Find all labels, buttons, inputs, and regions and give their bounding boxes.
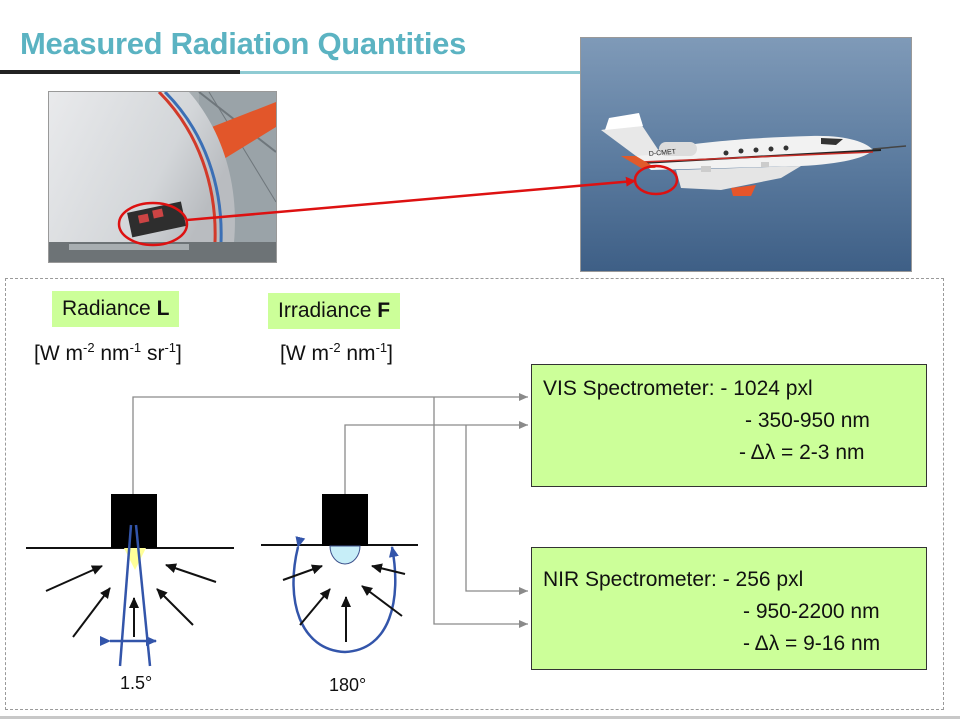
- radiance-label-text: Radiance: [62, 297, 157, 320]
- irradiance-sensor: [261, 494, 418, 654]
- aircraft-registration: D-CMET: [649, 149, 677, 158]
- nir-spec-line-2: - 950-2200 nm: [743, 600, 880, 623]
- nir-spectrometer-box: NIR Spectrometer: - 256 pxl - 950-2200 n…: [531, 547, 927, 670]
- irradiance-unit-part: [W m: [280, 342, 329, 365]
- radiance-sensor-head: [111, 494, 157, 548]
- radiance-symbol: L: [156, 297, 170, 320]
- radiance-ray: [45, 565, 103, 592]
- radiance-unit: [W m-2 nm-1 sr-1]: [34, 340, 182, 366]
- slide-title: Measured Radiation Quantities: [20, 26, 467, 61]
- vis-spectrometer-box: VIS Spectrometer: - 1024 pxl - 350-950 n…: [531, 364, 927, 487]
- radiance-sensor: [26, 494, 234, 667]
- radiance-unit-part: [W m: [34, 342, 83, 365]
- irradiance-symbol: F: [377, 299, 391, 322]
- radiance-incoming-rays: [45, 563, 217, 638]
- irradiance-label: Irradiance F: [268, 293, 401, 329]
- irradiance-diffuser-dome: [329, 545, 361, 565]
- irradiance-angle-label: 180°: [329, 675, 367, 695]
- nir-spec-line-1: NIR Spectrometer: - 256 pxl: [543, 568, 804, 591]
- closeup-link-arrow: [186, 176, 636, 222]
- irradiance-fiber-to-vis: [344, 421, 528, 494]
- irradiance-incoming-rays: [282, 563, 406, 642]
- nir-spec-line-3: - Δλ = 9-16 nm: [743, 632, 881, 655]
- irradiance-ray: [282, 564, 323, 581]
- irradiance-sensor-head: [322, 494, 368, 546]
- irradiance-unit-part: ]: [387, 342, 393, 365]
- radiance-unit-part: nm: [94, 342, 130, 365]
- title-underline: [0, 70, 240, 74]
- radiance-ray: [156, 588, 194, 626]
- aircraft-flight-photo: D-CMET: [580, 37, 912, 272]
- radiance-unit-exp: -2: [82, 340, 95, 355]
- vis-spec-line-3: - Δλ = 2-3 nm: [739, 441, 865, 464]
- irradiance-unit-part: nm: [340, 342, 376, 365]
- radiance-unit-part: sr: [141, 342, 165, 365]
- radiance-label: Radiance L: [52, 291, 180, 327]
- radiance-unit-part: ]: [176, 342, 182, 365]
- radiance-fiber-to-nir: [433, 397, 528, 628]
- title-underline-accent: [240, 71, 584, 74]
- vis-spec-line-1: VIS Spectrometer: - 1024 pxl: [543, 377, 813, 400]
- irradiance-hemisphere-arc: [292, 536, 399, 654]
- radiance-fiber-to-vis: [132, 393, 528, 494]
- radiance-angle-label: 1.5°: [120, 673, 153, 693]
- irradiance-ray: [371, 563, 406, 575]
- irradiance-unit: [W m-2 nm-1]: [280, 340, 393, 366]
- radiance-unit-exp: -1: [129, 340, 142, 355]
- radiance-unit-exp: -1: [164, 340, 177, 355]
- fiber-lines: [132, 393, 528, 628]
- radiance-ray: [165, 563, 217, 583]
- irradiance-fiber-to-nir: [465, 425, 528, 595]
- closeup-highlight-circle: [117, 201, 189, 247]
- vis-spec-line-2: - 350-950 nm: [745, 409, 870, 432]
- irradiance-ray: [299, 588, 331, 626]
- irradiance-label-text: Irradiance: [278, 299, 378, 322]
- diagram-panel: [5, 278, 944, 710]
- slide-footer-rule: [0, 716, 960, 719]
- irradiance-unit-exp: -1: [375, 340, 388, 355]
- radiance-ray: [72, 587, 111, 638]
- irradiance-ray: [361, 585, 403, 617]
- irradiance-unit-exp: -2: [328, 340, 341, 355]
- sensor-closeup-photo: [48, 91, 277, 263]
